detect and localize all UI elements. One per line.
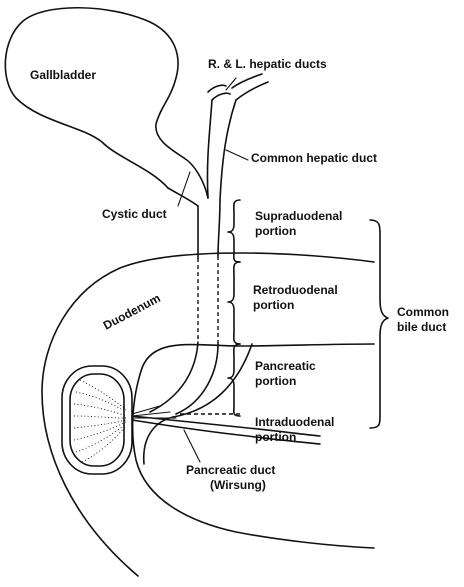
papilla-mucosa-stipple bbox=[74, 380, 126, 462]
label-common-hepatic-duct: Common hepatic duct bbox=[251, 151, 377, 165]
common-hepatic-duct-right bbox=[220, 100, 236, 200]
leader-cystic bbox=[178, 172, 190, 206]
bile-duct-right-upper bbox=[218, 200, 220, 256]
label-pancreatic-1: Pancreatic bbox=[255, 359, 316, 373]
papilla-outer bbox=[62, 366, 132, 474]
label-retroduodenal-1: Retroduodenal bbox=[253, 283, 338, 297]
label-intraduodenal-2: portion bbox=[255, 430, 296, 444]
label-pancreatic-duct-2: (Wirsung) bbox=[210, 478, 266, 492]
label-gallbladder: Gallbladder bbox=[30, 68, 96, 82]
label-supraduodenal-2: portion bbox=[255, 224, 296, 238]
brace-common-bile-duct bbox=[370, 220, 388, 428]
label-pancreatic-2: portion bbox=[255, 374, 296, 388]
duodenum-inner-wall bbox=[133, 344, 374, 548]
label-supraduodenal-1: Supraduodenal bbox=[255, 209, 342, 223]
left-hepatic-duct-lower bbox=[236, 82, 268, 100]
bile-duct-left-pancreatic bbox=[150, 342, 198, 412]
label-hepatic-ducts: R. & L. hepatic ducts bbox=[208, 57, 327, 71]
leader-pancreatic-duct bbox=[184, 430, 200, 462]
label-retroduodenal-2: portion bbox=[253, 298, 294, 312]
label-duodenum: Duodenum bbox=[101, 291, 163, 333]
common-hepatic-duct-left bbox=[207, 100, 212, 198]
right-hepatic-duct-upper bbox=[208, 85, 226, 92]
label-pancreatic-duct-1: Pancreatic duct bbox=[186, 463, 275, 477]
brace-retroduodenal bbox=[228, 262, 240, 344]
label-cystic-duct: Cystic duct bbox=[102, 207, 167, 221]
gallbladder-outline bbox=[5, 8, 184, 188]
leader-hepatic-ducts bbox=[226, 78, 236, 90]
right-hepatic-duct-lower bbox=[212, 93, 230, 100]
leader-common-hepatic bbox=[226, 150, 248, 160]
label-common-bile-duct-2: bile duct bbox=[397, 320, 446, 334]
label-intraduodenal-1: Intraduodenal bbox=[255, 415, 334, 429]
pancreas-head-outline bbox=[144, 344, 252, 464]
intraduodenal-ray-1 bbox=[132, 406, 160, 414]
papilla-inner bbox=[70, 374, 124, 466]
label-common-bile-duct-1: Common bbox=[397, 305, 449, 319]
